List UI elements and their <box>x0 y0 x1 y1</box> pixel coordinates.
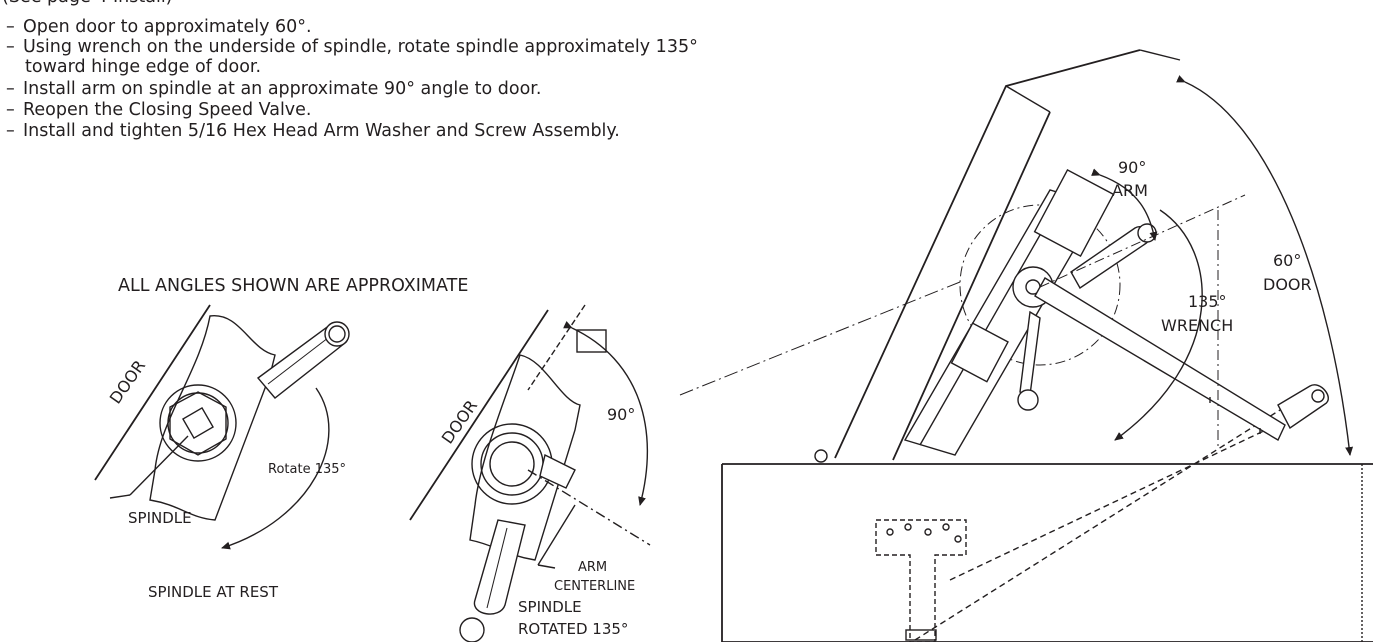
detail-leader <box>679 281 961 396</box>
wrench-label: WRENCH <box>1161 316 1233 335</box>
arm-label: ARM <box>578 560 607 575</box>
instruction-item: –Reopen the Closing Speed Valve. <box>6 99 312 121</box>
spindle-housing-outer <box>159 384 237 462</box>
hinge-pin <box>814 449 828 463</box>
dash-bullet: – <box>6 17 15 37</box>
spindle-leader <box>129 435 189 496</box>
plate-hole <box>954 535 962 543</box>
arm-leader-tail <box>537 564 556 569</box>
door-edge <box>409 309 549 521</box>
door-angle-label: 60° <box>1273 251 1301 270</box>
arm-angle-label: 90° <box>1118 158 1146 177</box>
dash-bullet: – <box>6 37 15 57</box>
caption-rotated-1: SPINDLE <box>518 598 582 616</box>
plate-hole <box>942 523 950 531</box>
rotate-arrow <box>221 387 330 550</box>
wrench-angle-label: 135° <box>1188 292 1227 311</box>
instruction-text: Using wrench on the underside of spindle… <box>23 37 698 57</box>
wrench-inner <box>486 527 508 609</box>
door-label: DOOR <box>106 357 149 408</box>
ninety-label: 90° <box>607 405 635 424</box>
spindle-label: SPINDLE <box>128 509 192 527</box>
wrench-inner <box>267 330 338 385</box>
wrench-end-hole <box>328 325 346 343</box>
plate-foot <box>905 629 937 641</box>
frame <box>721 463 1373 642</box>
angles-note: ALL ANGLES SHOWN ARE APPROXIMATE <box>118 276 468 296</box>
instruction-item: –Open door to approximately 60°. <box>6 16 312 38</box>
blank-box <box>576 329 607 353</box>
plate-hole <box>886 528 894 536</box>
shoe-line <box>949 427 1271 581</box>
spindle-housing-inner <box>167 392 229 454</box>
ninety-arc <box>563 320 649 506</box>
instruction-text: toward hinge edge of door. <box>25 57 262 77</box>
closer-body <box>469 354 581 561</box>
closer-detail <box>919 199 1061 446</box>
door-top-edge <box>1139 49 1181 61</box>
instruction-text: Install arm on spindle at an approximate… <box>23 79 542 99</box>
instruction-text: Install and tighten 5/16 Hex Head Arm Wa… <box>23 121 620 141</box>
door-edge <box>94 304 211 481</box>
mounting-plate <box>875 519 967 642</box>
arm-label: ARM <box>1112 181 1148 200</box>
dash-bullet: – <box>6 100 15 120</box>
figure-installation <box>679 49 1373 642</box>
wrench-end <box>459 617 485 642</box>
instruction-text: Reopen the Closing Speed Valve. <box>23 100 312 120</box>
arm-leader <box>537 504 576 566</box>
spindle-leader-tail <box>109 494 131 499</box>
instruction-item: toward hinge edge of door. <box>25 56 261 78</box>
header-fragment: (See page 4 Install) <box>2 0 173 8</box>
instruction-text: Open door to approximately 60°. <box>23 17 312 37</box>
door-ref-line <box>527 304 586 391</box>
spindle-housing-core <box>489 441 535 487</box>
door-break <box>1005 85 1051 113</box>
figure-spindle-rotated <box>409 304 651 642</box>
closer-body <box>149 315 276 521</box>
hex-nut <box>169 391 227 456</box>
instruction-item: –Install arm on spindle at an approximat… <box>6 78 541 100</box>
closer-block <box>950 322 1009 383</box>
centerline-label: CENTERLINE <box>554 579 635 594</box>
caption-rest: SPINDLE AT REST <box>148 583 279 601</box>
arm-angle-arc <box>1091 168 1158 241</box>
arm-centerline <box>527 469 651 546</box>
main-arm <box>1034 277 1286 441</box>
figure-spindle-at-rest <box>94 304 350 550</box>
rotate-label: Rotate 135° <box>268 462 346 477</box>
plate-hole <box>904 523 912 531</box>
plate-hole <box>924 528 932 536</box>
dash-bullet: – <box>6 79 15 99</box>
dash-bullet: – <box>6 121 15 141</box>
caption-rotated-2: ROTATED 135° <box>518 620 628 638</box>
instruction-item: –Using wrench on the underside of spindl… <box>6 36 698 58</box>
instruction-item: –Install and tighten 5/16 Hex Head Arm W… <box>6 120 620 142</box>
door-angle-arc <box>1176 75 1354 456</box>
lower-arm-end <box>1017 389 1039 411</box>
door-label: DOOR <box>1263 275 1312 294</box>
spindle-square <box>182 407 214 439</box>
detail-circle <box>959 204 1121 366</box>
wrench-handle <box>473 519 526 615</box>
shoe-line <box>914 409 1281 641</box>
door-panel-inner <box>892 111 1051 461</box>
